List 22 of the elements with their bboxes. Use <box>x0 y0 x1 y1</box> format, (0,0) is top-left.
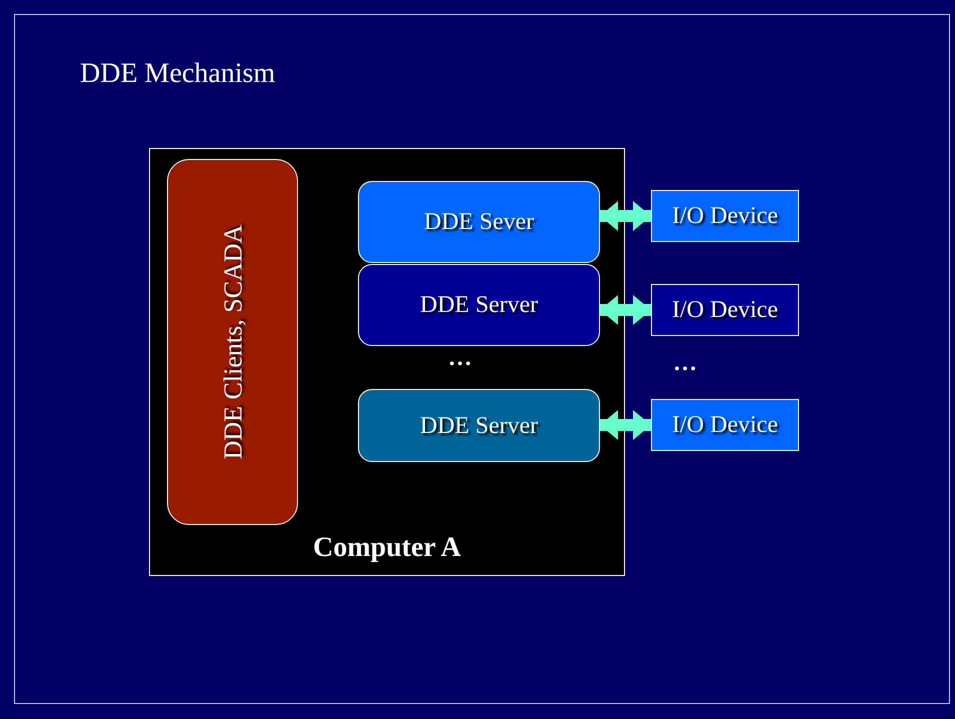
client-box <box>167 159 298 525</box>
box-label: DDE Server <box>420 291 538 320</box>
device-box <box>651 399 799 451</box>
double-arrow <box>600 201 651 231</box>
device-box <box>651 190 799 242</box>
computer-frame <box>149 148 625 576</box>
ellipsis-label: … <box>448 344 472 373</box>
ellipsis-label: … <box>673 349 697 378</box>
box-label: DDE Sever <box>424 208 534 237</box>
box-label: I/O Device <box>672 296 778 325</box>
client-label: DDE Clients, SCADA <box>217 224 248 460</box>
box-label: I/O Device <box>672 411 778 440</box>
double-arrow <box>600 295 651 325</box>
box-label: DDE Server <box>420 412 538 440</box>
server-box <box>358 389 600 462</box>
box-label: I/O Device <box>672 202 778 231</box>
double-arrow <box>600 410 651 440</box>
slide-title: DDE Mechanism <box>80 57 276 91</box>
computer-label: Computer A <box>312 531 462 565</box>
server-box <box>358 181 600 263</box>
device-box <box>651 284 799 336</box>
server-box <box>358 264 600 346</box>
